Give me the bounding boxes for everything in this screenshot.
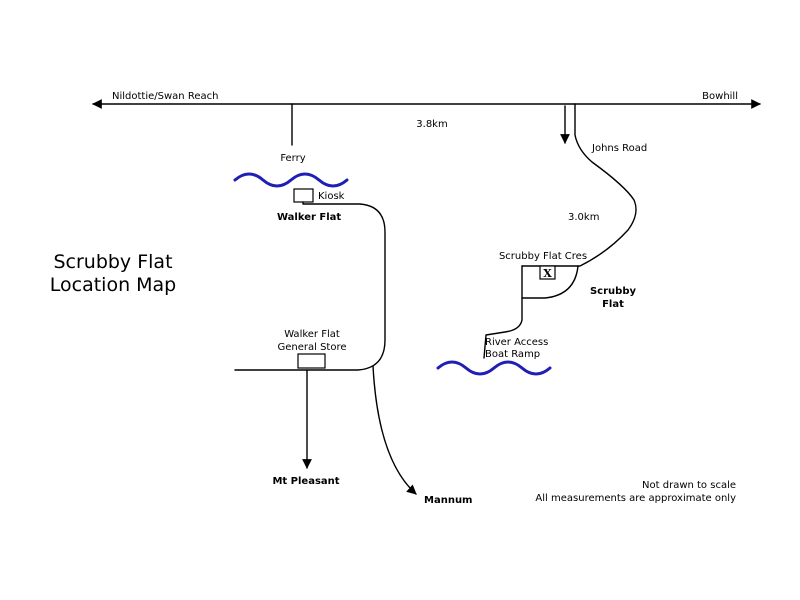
- kiosk-building-icon: [293, 188, 314, 203]
- label-bowhill: Bowhill: [702, 91, 738, 102]
- label-johns-road: Johns Road: [591, 143, 647, 154]
- label-main-distance: 3.8km: [416, 119, 447, 130]
- map-title-line2: Location Map: [50, 274, 177, 296]
- label-johns-distance: 3.0km: [568, 212, 599, 223]
- label-nildottie-swan-reach: Nildottie/Swan Reach: [112, 91, 218, 102]
- x-marker-icon: [539, 265, 556, 280]
- label-scrubby-flat-line2: Flat: [602, 299, 624, 310]
- river-wave-icon: [233, 172, 349, 188]
- label-walker-flat: Walker Flat: [277, 212, 341, 223]
- destination-marker: X: [543, 267, 552, 280]
- boat-ramp-track: [483, 265, 523, 359]
- general-store-building-icon: [297, 353, 326, 369]
- label-kiosk: Kiosk: [318, 191, 345, 202]
- label-scrubby-flat-cres: Scrubby Flat Cres: [499, 251, 587, 262]
- note-approximate: All measurements are approximate only: [535, 493, 736, 504]
- note-not-to-scale: Not drawn to scale: [642, 480, 736, 491]
- label-ferry: Ferry: [280, 153, 305, 164]
- label-general-store-line2: General Store: [277, 342, 346, 353]
- map-title-line1: Scrubby Flat: [53, 251, 172, 273]
- label-boat-ramp-line1: River Access: [485, 337, 548, 348]
- river-wave-icon-boat-ramp: [436, 360, 552, 376]
- mannum-road: [372, 365, 417, 495]
- johns-road: [521, 103, 637, 267]
- label-general-store-line1: Walker Flat: [284, 329, 340, 340]
- label-scrubby-flat-line1: Scrubby: [590, 286, 636, 297]
- label-mannum: Mannum: [424, 495, 472, 506]
- label-boat-ramp-line2: Boat Ramp: [485, 349, 540, 360]
- walker-flat-road: [234, 201, 386, 371]
- label-mt-pleasant: Mt Pleasant: [272, 476, 339, 487]
- scrubby-flat-cres-road: [521, 265, 579, 299]
